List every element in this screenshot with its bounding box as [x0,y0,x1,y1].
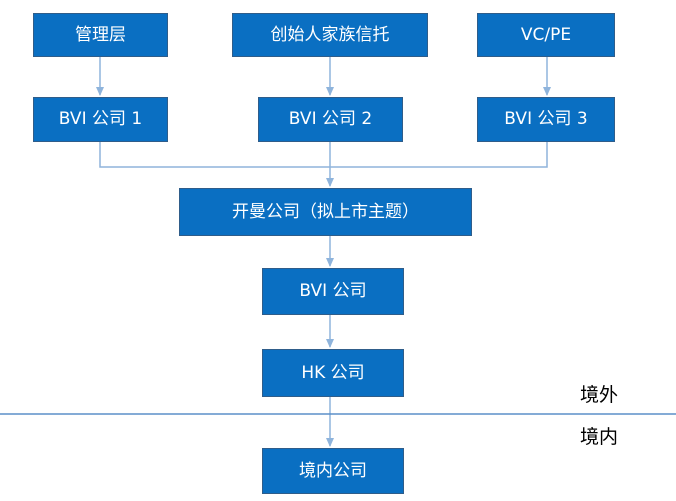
founder-trust-box: 创始人家族信托 [232,13,428,57]
bvi-company-3-box: BVI 公司 3 [477,97,615,142]
connector-bvi3-merge [330,142,548,168]
bvi-company-2-box: BVI 公司 2 [258,97,403,142]
onshore-label: 境内 [580,426,619,448]
hk-company-box: HK 公司 [262,349,404,397]
offshore-label: 境外 [580,384,619,406]
cayman-company-box: 开曼公司（拟上市主题） [179,188,472,236]
vcpe-box: VC/PE [477,13,615,57]
bvi-company-1-box: BVI 公司 1 [33,97,168,142]
domestic-company-box: 境内公司 [262,448,404,494]
connector-bvi1-merge [99,142,330,168]
management-box: 管理层 [33,13,168,57]
bvi-company-box: BVI 公司 [262,268,404,315]
